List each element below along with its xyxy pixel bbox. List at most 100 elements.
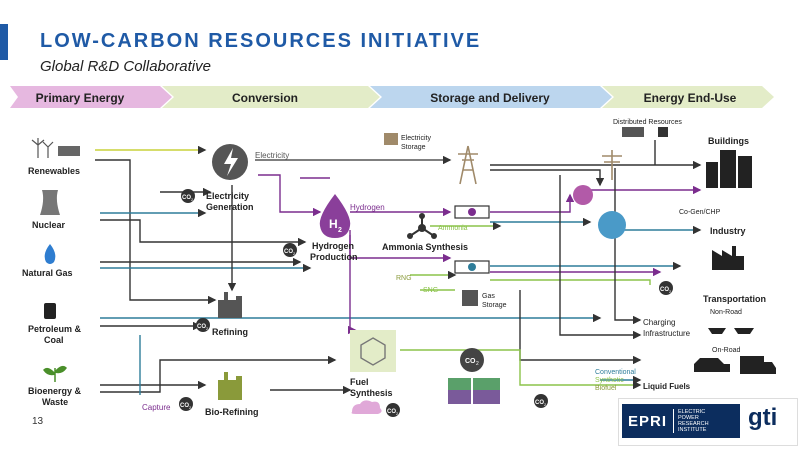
co2-icon: [659, 281, 673, 295]
storage-tank-icon: [462, 290, 478, 306]
page-number: 13: [32, 416, 44, 427]
epri-logo-subtext: ELECTRIC POWER RESEARCH INSTITUTE: [673, 409, 724, 433]
pipeline-valve-gas: [454, 260, 490, 274]
svg-text:2: 2: [189, 405, 192, 410]
truck-icon: [740, 356, 776, 374]
flow-label-synthetic: Synthetic: [595, 377, 624, 384]
flow-label-sng: SNG: [423, 287, 438, 294]
node-bio-refining: Bio-Refining: [205, 372, 259, 417]
label-buildings: Buildings: [708, 136, 749, 146]
node-ammonia-synthesis: Ammonia Synthesis: [382, 213, 468, 252]
label-gas-storage-1: Gas: [482, 293, 495, 300]
factory-icon: [712, 246, 744, 270]
h2-symbol: H: [329, 217, 338, 231]
co2-badge-bio-refining: CO 2: [179, 397, 193, 411]
hydrogen-drop-icon: [319, 194, 351, 238]
svg-text:2: 2: [476, 361, 479, 367]
label-capture: Capture: [142, 403, 171, 412]
node-buildings: Buildings: [706, 136, 752, 188]
distribution-pole-icon: [602, 150, 622, 180]
source-natural-gas: Natural Gas: [22, 244, 73, 278]
bio-refinery-icon: [218, 372, 242, 400]
label-charging-1: Charging: [643, 318, 675, 327]
node-transportation: Transportation Non-Road On-Road: [694, 294, 776, 374]
co2-badge-refining: CO 2: [196, 318, 210, 332]
co2-storage-icon: [460, 348, 484, 372]
svg-text:2: 2: [206, 326, 209, 331]
svg-text:2: 2: [669, 289, 672, 294]
label-bio-refining: Bio-Refining: [205, 407, 259, 417]
co2-icon: [196, 318, 210, 332]
svg-text:2: 2: [293, 251, 296, 256]
pipeline-valve-hydrogen: [454, 205, 490, 219]
wind-turbine-icon: [31, 138, 54, 158]
svg-text:CO: CO: [660, 287, 669, 293]
label-non-road: Non-Road: [710, 309, 742, 316]
page-subtitle: Global R&D Collaborative: [40, 58, 211, 75]
co2-badge-hydrogen: CO 2: [283, 243, 297, 257]
co2-icon: [283, 243, 297, 257]
plant-sprout-icon: [43, 365, 67, 382]
svg-text:CO: CO: [465, 358, 476, 365]
node-fuel-synthesis: Fuel Synthesis: [350, 330, 396, 414]
source-label-coal: Coal: [44, 335, 64, 345]
svg-text:CO: CO: [197, 324, 206, 330]
source-bioenergy: Bioenergy & Waste: [28, 365, 82, 407]
source-label-bioenergy: Bioenergy &: [28, 386, 82, 396]
co2-badge-electricity: CO 2: [181, 189, 195, 203]
flow-label-biofuel: Biofuel: [595, 385, 617, 392]
svg-text:CO: CO: [387, 409, 396, 415]
flow-label-rng: RNG: [396, 275, 412, 282]
stage-label-conversion: Conversion: [232, 91, 298, 105]
stage-label-enduse: Energy End-Use: [644, 91, 737, 105]
svg-text:2: 2: [396, 411, 399, 416]
label-on-road: On-Road: [712, 347, 741, 354]
svg-text:CO: CO: [535, 400, 544, 406]
stage-label-primary: Primary Energy: [36, 91, 125, 105]
gti-logo: gti: [748, 404, 778, 431]
node-hydrogen-production: H 2 Hydrogen Production: [310, 194, 358, 262]
oil-barrel-icon: [44, 303, 56, 319]
h2-subscript: 2: [338, 227, 342, 234]
stage-chevron-primary: [10, 86, 172, 108]
node-electricity-generation: Electricity Generation: [206, 144, 254, 212]
epri-logo: EPRI ELECTRIC POWER RESEARCH INSTITUTE: [622, 404, 740, 438]
meter-icon-hydrogen: [573, 185, 593, 205]
stage-chevron-storage: [370, 86, 612, 108]
distributed-solar-icon: [622, 127, 644, 137]
source-nuclear: Nuclear: [32, 190, 66, 230]
svg-text:CO: CO: [180, 403, 189, 409]
source-label-nuclear: Nuclear: [32, 220, 66, 230]
co2-badge-carbon-storage: CO 2: [465, 358, 479, 367]
flow-label-electricity: Electricity: [255, 151, 289, 160]
label-fuel-synthesis-1: Fuel: [350, 377, 369, 387]
label-charging-2: Infrastructure: [643, 329, 691, 338]
svg-text:2: 2: [544, 402, 547, 407]
source-renewables: Renewables: [28, 138, 80, 176]
co2-icon: [534, 394, 548, 408]
buildings-icon: [706, 150, 752, 188]
svg-text:CO: CO: [284, 249, 293, 255]
label-electricity-generation-1: Electricity: [206, 191, 249, 201]
refinery-icon: [218, 292, 242, 318]
flame-icon: [44, 244, 56, 264]
label-co-gen: Co-Gen/CHP: [679, 209, 721, 216]
node-electricity-storage: Electricity Storage: [384, 133, 431, 151]
co2-icon: [181, 189, 195, 203]
source-petroleum-coal: Petroleum & Coal: [28, 303, 82, 345]
co2-badge-fuel-synthesis: CO 2: [386, 403, 400, 417]
cooling-tower-icon: [40, 190, 60, 215]
label-transportation: Transportation: [703, 294, 766, 304]
solar-panel-icon: [58, 146, 80, 156]
car-icon: [694, 358, 730, 372]
label-ammonia-synthesis: Ammonia Synthesis: [382, 242, 468, 252]
label-electricity-storage-2: Storage: [401, 144, 426, 151]
flow-label-ammonia: Ammonia: [438, 225, 468, 232]
co2-badge-industry: CO 2: [659, 281, 673, 295]
source-label-waste: Waste: [42, 397, 68, 407]
stage-chevron-conversion: [162, 86, 380, 108]
stage-label-storage: Storage and Delivery: [430, 91, 550, 105]
battery-icon: [384, 133, 398, 145]
label-industry: Industry: [710, 226, 746, 236]
